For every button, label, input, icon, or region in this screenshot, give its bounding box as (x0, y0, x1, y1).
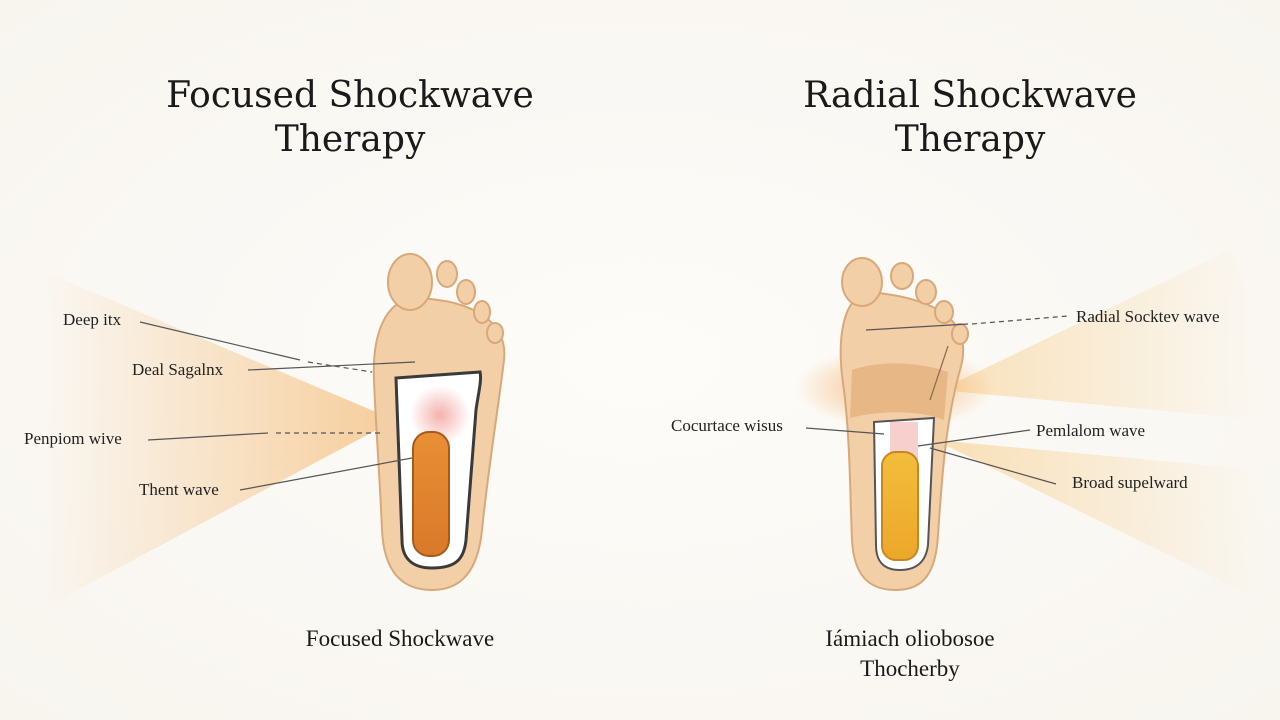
focused-title: Focused Shockwave Therapy (150, 74, 550, 162)
focused-title-line2: Therapy (274, 119, 426, 160)
right-label-4: Broad supelward (1072, 473, 1188, 492)
radial-title: Radial Shockwave Therapy (770, 74, 1170, 162)
left-label-1: Deep itx (63, 310, 122, 329)
radial-caption: Iámiach oliobosoe Thocherby (740, 624, 1080, 684)
right-leader-lines (805, 315, 1069, 485)
right-toe-2 (890, 262, 914, 290)
right-label-2: Cocurtace wisus (671, 416, 783, 435)
left-label-3: Penpiom wive (24, 429, 122, 448)
radial-beam-upper (940, 250, 1260, 420)
right-big-toe (841, 257, 883, 307)
radial-caption-line2: Thocherby (860, 656, 960, 681)
right-toe-3 (915, 279, 937, 305)
focused-caption: Focused Shockwave (230, 624, 570, 654)
focused-title-line1: Focused Shockwave (166, 75, 534, 116)
right-radial-core (881, 451, 919, 561)
left-toe-5 (486, 322, 504, 344)
radial-caption-line1: Iámiach oliobosoe (825, 626, 995, 651)
left-foot (372, 253, 506, 592)
left-label-2: Deal Sagalnx (132, 360, 224, 379)
left-focused-core (412, 431, 450, 557)
right-texture (850, 363, 948, 420)
radial-title-line2: Therapy (894, 119, 1046, 160)
right-toe-4 (934, 300, 954, 324)
left-pink-glow (410, 385, 470, 445)
left-label-4: Thent wave (139, 480, 219, 499)
radial-beam-lower (935, 440, 1260, 600)
right-foot (839, 257, 969, 592)
focused-beam (40, 270, 395, 610)
left-big-toe (387, 253, 433, 311)
right-label-1: Radial Socktev wave (1076, 307, 1220, 326)
left-leader-lines (139, 321, 416, 491)
radial-title-line1: Radial Shockwave (803, 75, 1137, 116)
left-toe-3 (456, 279, 476, 305)
left-toe-2 (436, 260, 458, 288)
right-label-3: Pemlalom wave (1036, 421, 1146, 440)
right-toe-5 (951, 323, 969, 345)
focused-caption-line1: Focused Shockwave (305, 626, 495, 651)
left-toe-4 (473, 300, 491, 324)
